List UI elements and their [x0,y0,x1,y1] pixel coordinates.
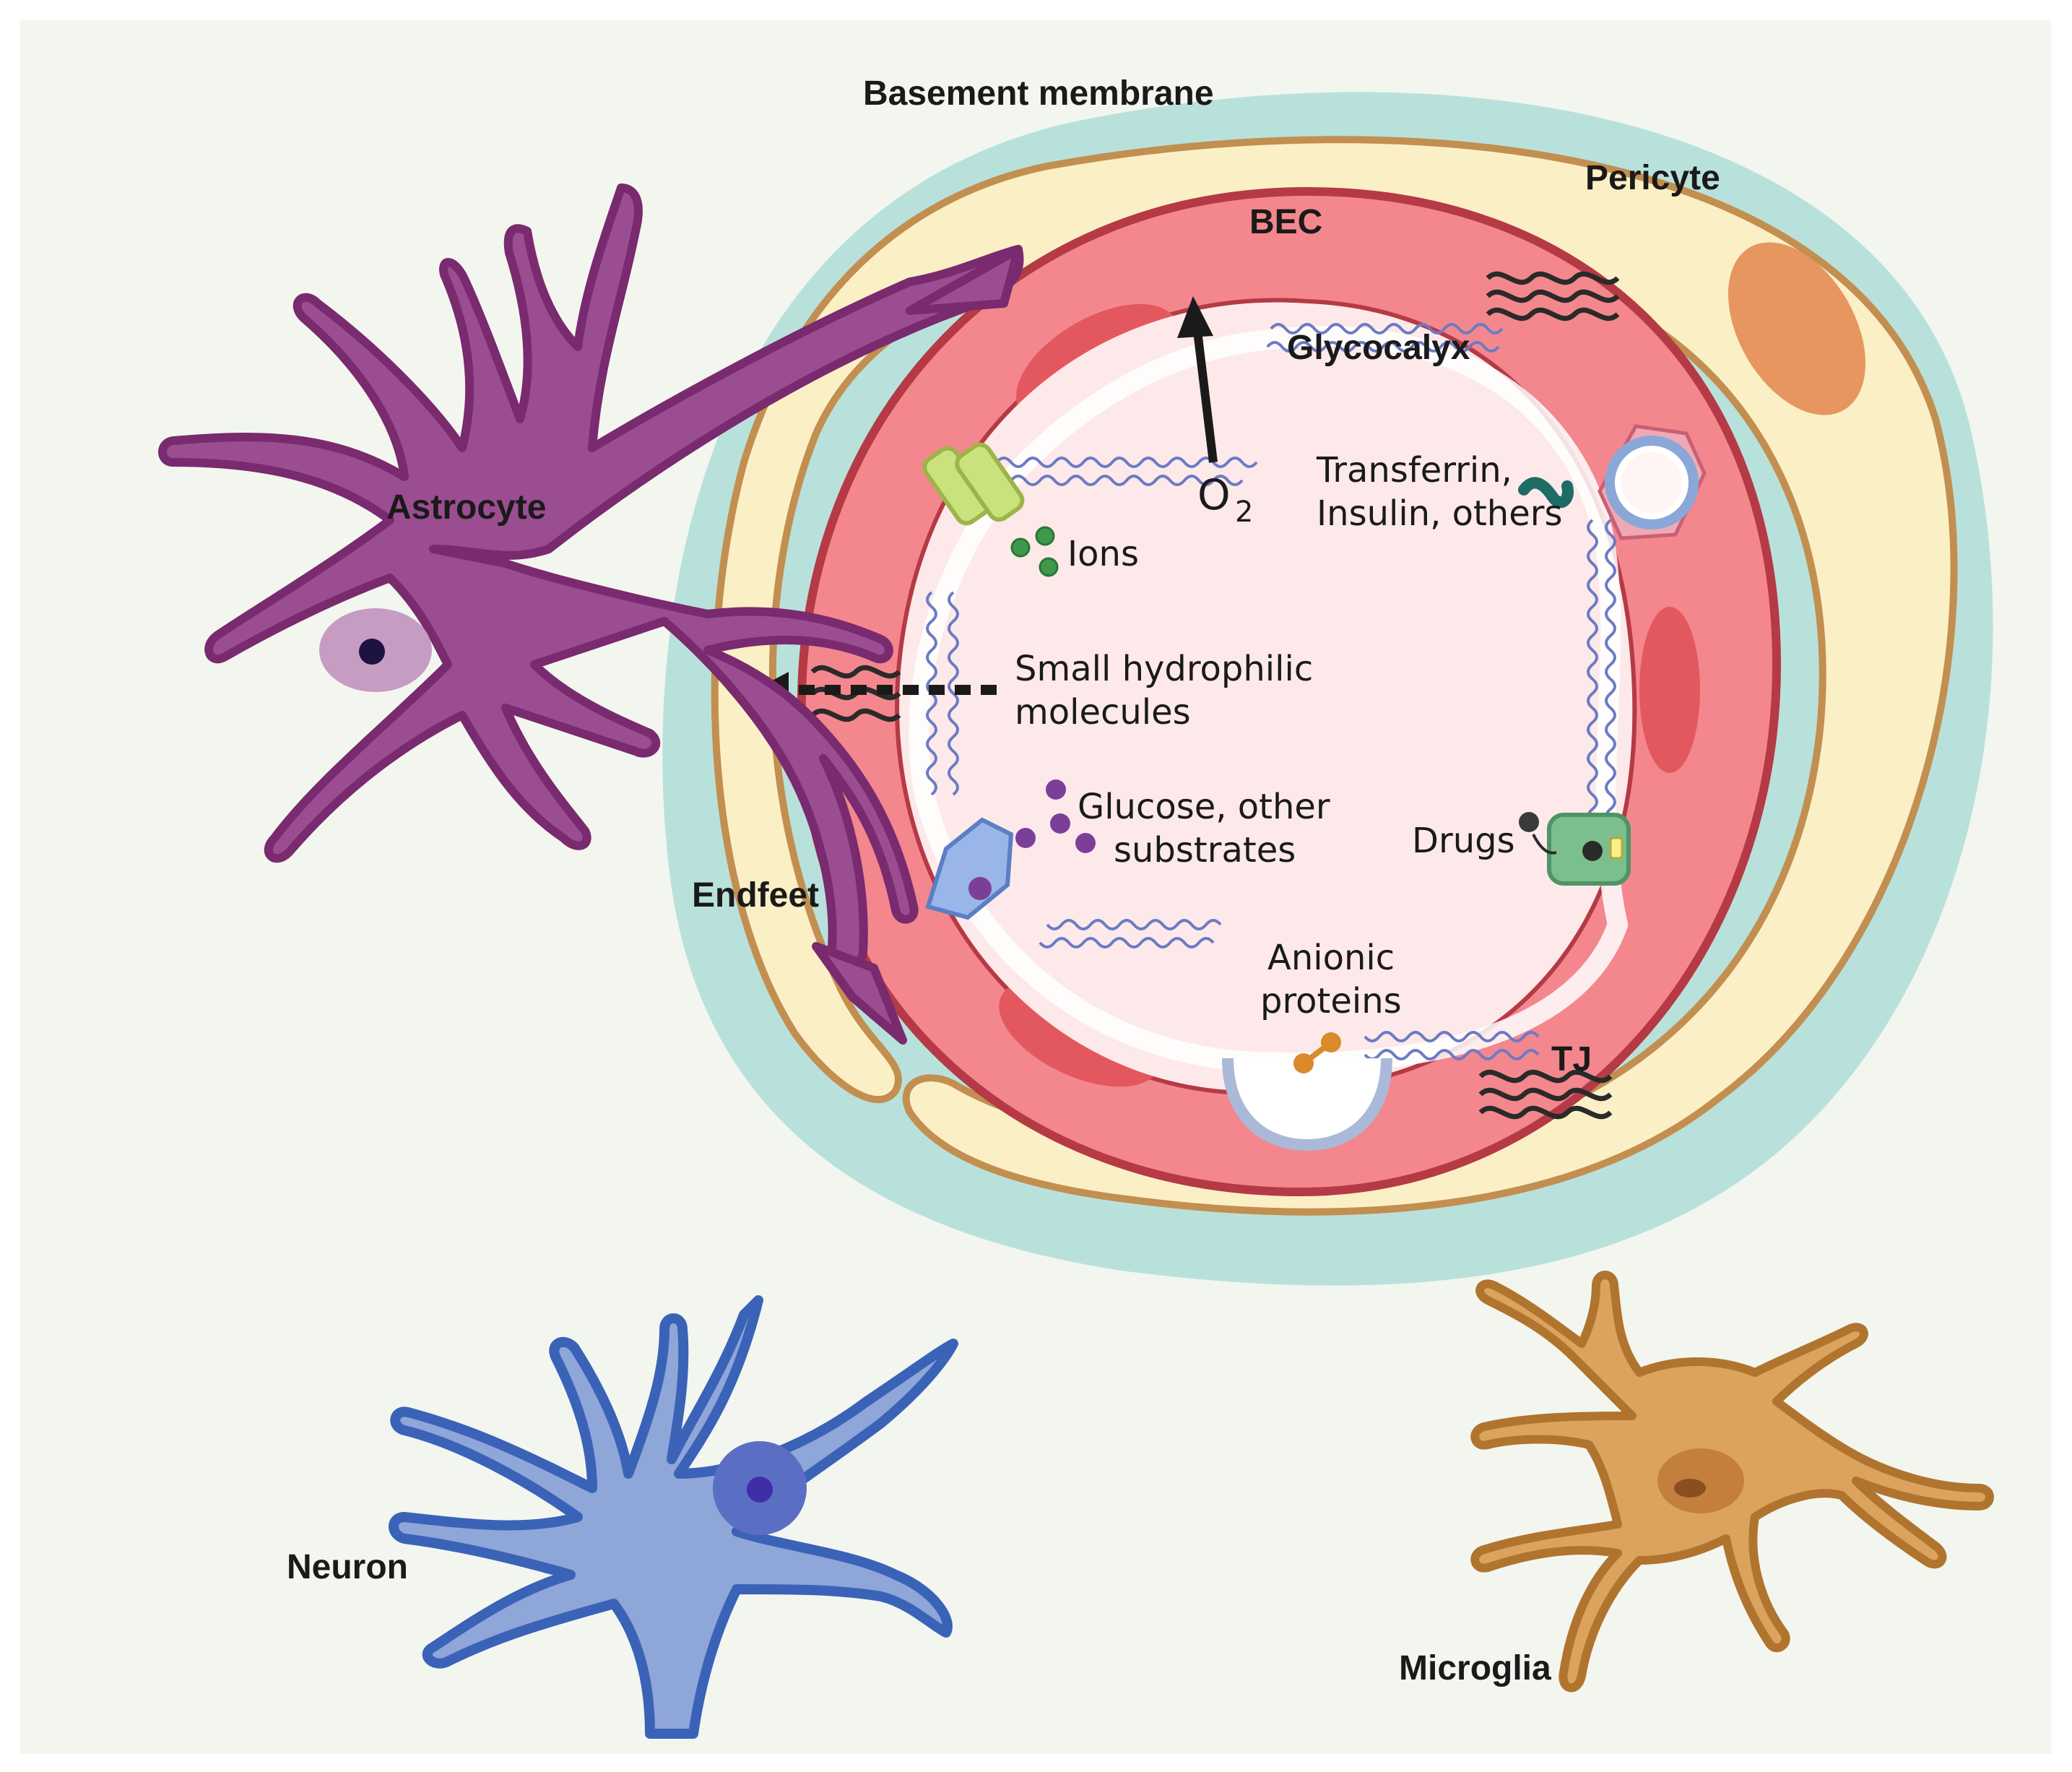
o2-arrow [1177,296,1218,463]
label-anionic-line2: proteins [1260,981,1402,1021]
label-small-hydrophilic-line2: molecules [1015,692,1191,732]
label-glucose-line2: substrates [1114,830,1296,870]
label-o2: O [1197,470,1231,519]
ion-channel [922,442,1025,526]
transferrin-molecule [1518,477,1574,509]
microglia-nucleus [1657,1448,1744,1513]
label-basement-membrane: Basement membrane [863,74,1214,113]
ion-particles [1010,526,1059,577]
neuron-nucleolus [747,1477,773,1503]
drug-molecule [1519,812,1557,855]
label-glucose-line1: Glucose, other [1078,787,1330,827]
label-transferrin-line1: Transferrin, [1316,450,1512,490]
astrocyte [158,183,1024,1045]
bec-nucleus-right [1639,607,1700,773]
glucose-transporter [925,817,1014,920]
lumen [899,302,1633,1092]
pericyte-nucleus [1728,242,1865,415]
anionic-protein [1293,1032,1341,1073]
label-transferrin-line2: Insulin, others [1317,493,1563,534]
label-pericyte: Pericyte [1585,159,1720,197]
label-small-hydrophilic-line1: Small hydrophilic [1015,649,1313,689]
microglia-nucleolus [1674,1479,1706,1497]
label-glycocalyx: Glycocalyx [1287,329,1470,367]
label-neuron: Neuron [287,1548,408,1586]
label-tj: TJ [1551,1040,1592,1079]
label-bec: BEC [1249,203,1322,241]
glucose-particles [1015,779,1096,853]
label-astrocyte: Astrocyte [386,488,546,527]
label-endfeet: Endfeet [692,876,819,915]
label-microglia: Microglia [1399,1649,1551,1687]
label-anionic-line1: Anionic [1267,938,1395,978]
tight-junction-top [1486,271,1620,321]
label-ions: Ions [1067,534,1139,574]
tight-junction-bottom [1478,1069,1613,1120]
label-drugs: Drugs [1412,821,1515,861]
pericyte [711,136,1958,1216]
neuron [389,1295,958,1739]
astrocyte-nucleolus [359,639,385,665]
efflux-transporter [1547,813,1631,886]
label-o2-subscript: 2 [1235,496,1253,529]
caveola [1222,1058,1392,1151]
receptor-vesicle [1598,424,1707,540]
